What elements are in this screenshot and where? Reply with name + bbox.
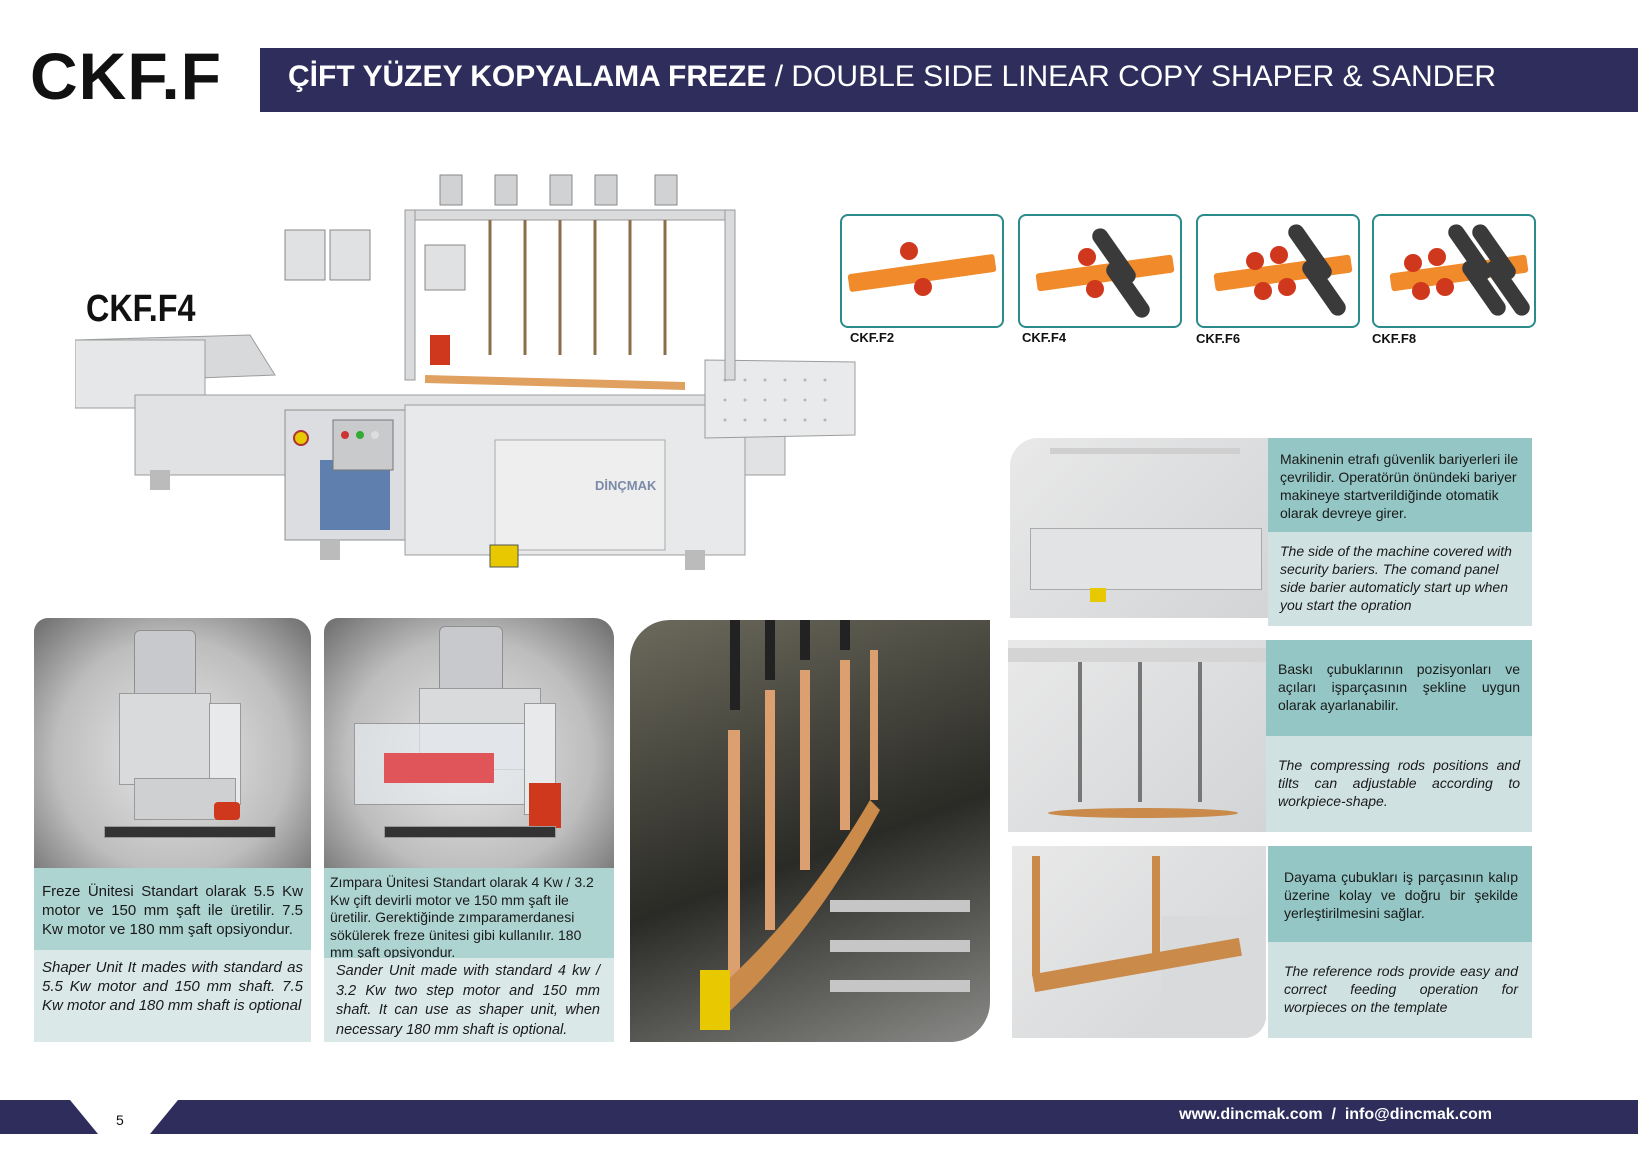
machine-illustration: DİNÇMAK bbox=[74, 174, 856, 570]
feature-2-tr: Baskı çubuklarının pozisyonları ve açıla… bbox=[1266, 640, 1532, 736]
shaper-unit-image bbox=[34, 618, 311, 868]
cutter-icon bbox=[1428, 248, 1446, 266]
sander-unit-image bbox=[324, 618, 614, 868]
title-separator: / bbox=[766, 60, 792, 93]
variant-label-f4: CKF.F4 bbox=[1022, 330, 1067, 345]
feature-2-en: The compressing rods positions and tilts… bbox=[1266, 736, 1532, 832]
variant-label-f6: CKF.F6 bbox=[1196, 331, 1241, 346]
feature-photo-compressing-rods bbox=[1008, 640, 1266, 832]
model-code: CKF.F bbox=[30, 39, 222, 113]
cutter-icon bbox=[1436, 278, 1454, 296]
cutter-icon bbox=[1404, 254, 1422, 272]
footer-contact: www.dincmak.com / info@dincmak.com bbox=[1179, 1106, 1492, 1123]
page-title: ÇİFT YÜZEY KOPYALAMA FREZE / DOUBLE SIDE… bbox=[288, 60, 1496, 94]
rods-closeup-photo bbox=[630, 620, 990, 1042]
cutter-icon bbox=[1078, 248, 1096, 266]
variant-label-f2: CKF.F2 bbox=[850, 330, 895, 345]
variant-label-f8: CKF.F8 bbox=[1372, 331, 1417, 346]
title-bar bbox=[260, 48, 1638, 112]
footer-left-bar bbox=[0, 1100, 98, 1134]
cutter-icon bbox=[1086, 280, 1104, 298]
main-machine-image: DİNÇMAK bbox=[74, 170, 895, 610]
cutter-icon bbox=[1254, 282, 1272, 300]
cutter-icon bbox=[1412, 282, 1430, 300]
variant-diagram-f4 bbox=[1018, 214, 1182, 328]
shaper-caption-en: Shaper Unit It mades with standard as 5.… bbox=[34, 950, 311, 1042]
variant-diagram-f2 bbox=[840, 214, 1004, 328]
closeup-illustration bbox=[700, 620, 970, 1030]
machine-model-label: CKF.F4 bbox=[86, 288, 196, 330]
title-tr: ÇİFT YÜZEY KOPYALAMA FREZE bbox=[288, 60, 767, 93]
feature-photo-barriers bbox=[1010, 438, 1268, 618]
variant-diagram-f6 bbox=[1196, 214, 1360, 328]
shaper-caption-tr: Freze Ünitesi Standart olarak 5.5 Kw mot… bbox=[34, 868, 311, 950]
cutter-icon bbox=[914, 278, 932, 296]
page-number: 5 bbox=[116, 1112, 124, 1128]
cutter-icon bbox=[1270, 246, 1288, 264]
footer-bar bbox=[150, 1100, 1638, 1134]
variant-diagram-f8 bbox=[1372, 214, 1536, 328]
cutter-icon bbox=[214, 802, 240, 820]
cutter-icon bbox=[1246, 252, 1264, 270]
cutter-icon bbox=[1278, 278, 1296, 296]
feature-3-tr: Dayama çubukları iş parçasının kalıp üze… bbox=[1268, 846, 1532, 942]
sander-caption-tr: Zımpara Ünitesi Standart olarak 4 Kw / 3… bbox=[324, 868, 614, 960]
feature-photo-reference-rods bbox=[1012, 846, 1266, 1038]
title-en: DOUBLE SIDE LINEAR COPY SHAPER & SANDER bbox=[791, 60, 1497, 93]
brand-plate: DİNÇMAK bbox=[595, 478, 657, 493]
feature-1-tr: Makinenin etrafı güvenlik bariyerleri il… bbox=[1268, 438, 1532, 532]
feature-1-en: The side of the machine covered with sec… bbox=[1268, 532, 1532, 626]
cutter-icon bbox=[900, 242, 918, 260]
sander-caption-en: Sander Unit made with standard 4 kw / 3.… bbox=[324, 958, 614, 1042]
feature-3-en: The reference rods provide easy and corr… bbox=[1268, 942, 1532, 1038]
